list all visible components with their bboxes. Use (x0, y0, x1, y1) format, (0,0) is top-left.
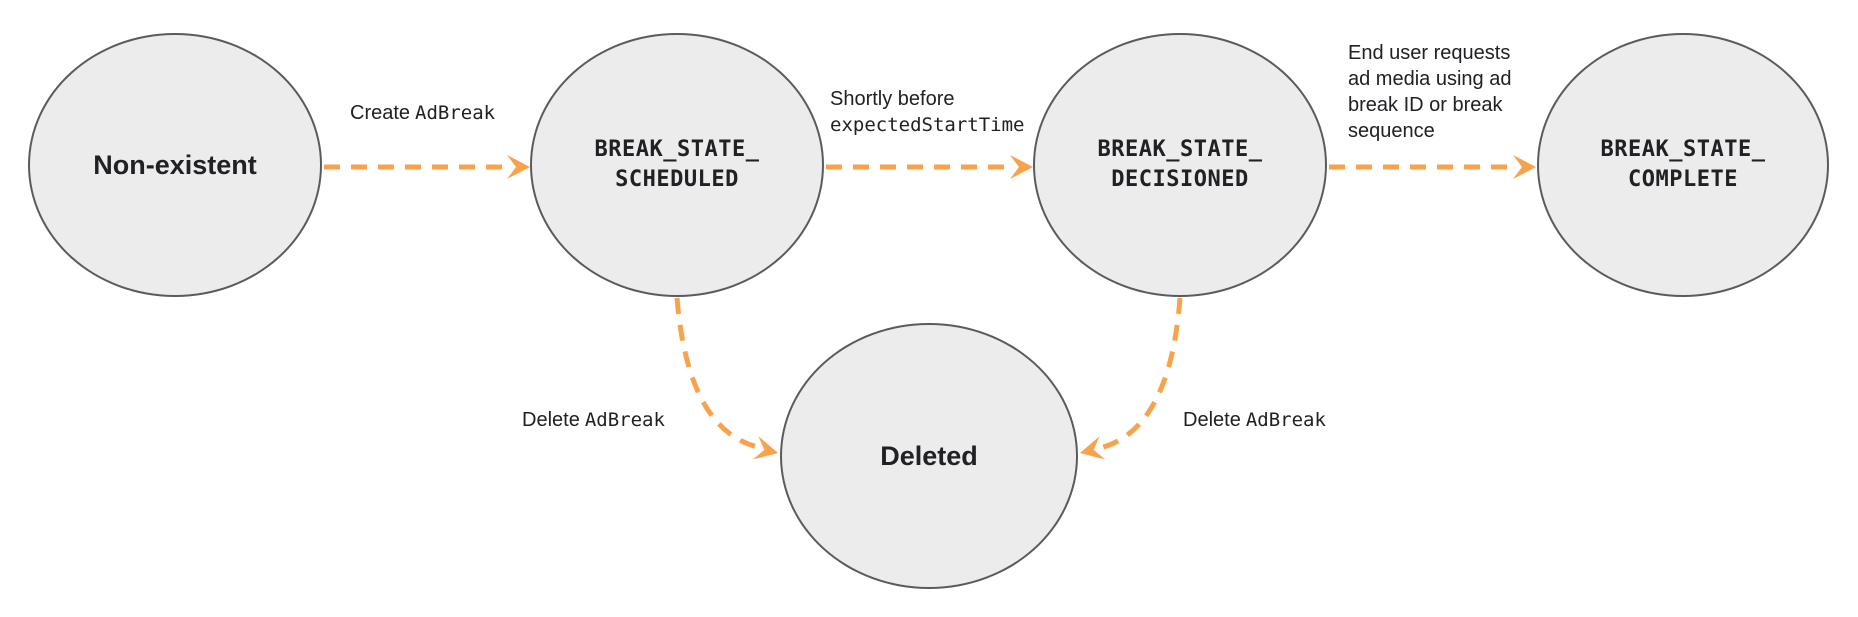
state-label-line2: COMPLETE (1628, 167, 1738, 192)
state-label-line2: DECISIONED (1111, 167, 1249, 192)
state-node-break-state-scheduled: BREAK_STATE_ SCHEDULED (530, 33, 824, 297)
edge-label-text: Delete (522, 409, 580, 431)
state-label: Non-existent (93, 150, 257, 180)
edge-label-code: AdBreak (584, 409, 665, 431)
arrowhead-icon (1513, 155, 1536, 179)
state-node-break-state-decisioned: BREAK_STATE_ DECISIONED (1033, 33, 1327, 297)
edge-label-code: AdBreak (1245, 409, 1326, 431)
edge-label-text: sequence (1348, 120, 1435, 142)
edge-label-text: Create (350, 102, 411, 124)
edge-label-text: Shortly before (830, 88, 955, 110)
edge-delete-decisioned-line (1099, 297, 1183, 451)
edge-label-end-user-requests: End user requests ad media using ad brea… (1348, 40, 1516, 144)
edge-label-shortly-before: Shortly before expectedStartTime (830, 86, 1024, 138)
edge-label-code: AdBreak (415, 102, 496, 124)
edge-label-text: ad media using ad (1348, 68, 1512, 90)
arrowhead-icon (752, 436, 778, 460)
state-label-line2: SCHEDULED (615, 167, 739, 192)
arrowhead-icon (507, 155, 530, 179)
state-label-line1: BREAK_STATE_ (594, 137, 760, 162)
edge-label-text: break ID or break (1348, 94, 1503, 116)
edge-delete-scheduled-line (674, 297, 759, 450)
state-node-non-existent: Non-existent (28, 33, 322, 297)
state-node-deleted: Deleted (780, 323, 1078, 589)
arrowhead-icon (1010, 155, 1033, 179)
arrowhead-icon (1080, 436, 1106, 460)
edge-label-text: End user requests (1348, 42, 1511, 64)
edge-label-text: Delete (1183, 409, 1241, 431)
state-label: Deleted (880, 441, 978, 471)
state-label-line1: BREAK_STATE_ (1097, 137, 1263, 162)
state-node-break-state-complete: BREAK_STATE_ COMPLETE (1537, 33, 1829, 297)
edge-label-code: expectedStartTime (830, 114, 1025, 136)
state-label-line1: BREAK_STATE_ (1600, 137, 1766, 162)
